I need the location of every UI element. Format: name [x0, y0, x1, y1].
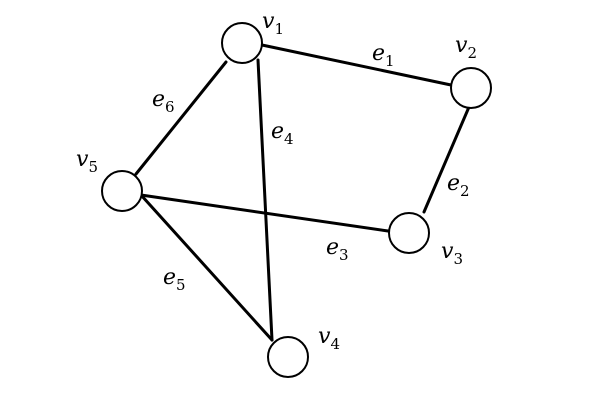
- edge-label-e3: e3: [326, 235, 349, 264]
- vertex-v3: [388, 212, 430, 254]
- vertex-label-v3: v3: [441, 239, 463, 268]
- nodes-layer: [101, 22, 492, 378]
- vertex-v1: [221, 22, 263, 64]
- vertex-label-v4: v4: [318, 324, 340, 353]
- edge-e4: [256, 58, 274, 342]
- edges-layer: [134, 43, 471, 342]
- edge-e5: [139, 193, 274, 342]
- vertex-label-v1: v1: [262, 9, 284, 38]
- vertex-label-v2: v2: [455, 33, 477, 62]
- vertex-v4: [267, 336, 309, 378]
- edge-label-e4: e4: [271, 119, 294, 148]
- vertex-label-v5: v5: [76, 147, 98, 176]
- labels-layer: e1 e2 e3 e4 e5 e6 v1 v2 v3 v4 v5: [76, 9, 477, 353]
- edge-label-e6: e6: [152, 87, 175, 116]
- vertex-v2: [450, 67, 492, 109]
- vertex-v5: [101, 170, 143, 212]
- edge-e2: [422, 105, 471, 214]
- edge-label-e5: e5: [163, 265, 186, 294]
- edge-e6: [134, 60, 228, 176]
- edge-label-e2: e2: [447, 171, 470, 200]
- edge-label-e1: e1: [372, 41, 395, 70]
- edge-e1: [260, 43, 453, 87]
